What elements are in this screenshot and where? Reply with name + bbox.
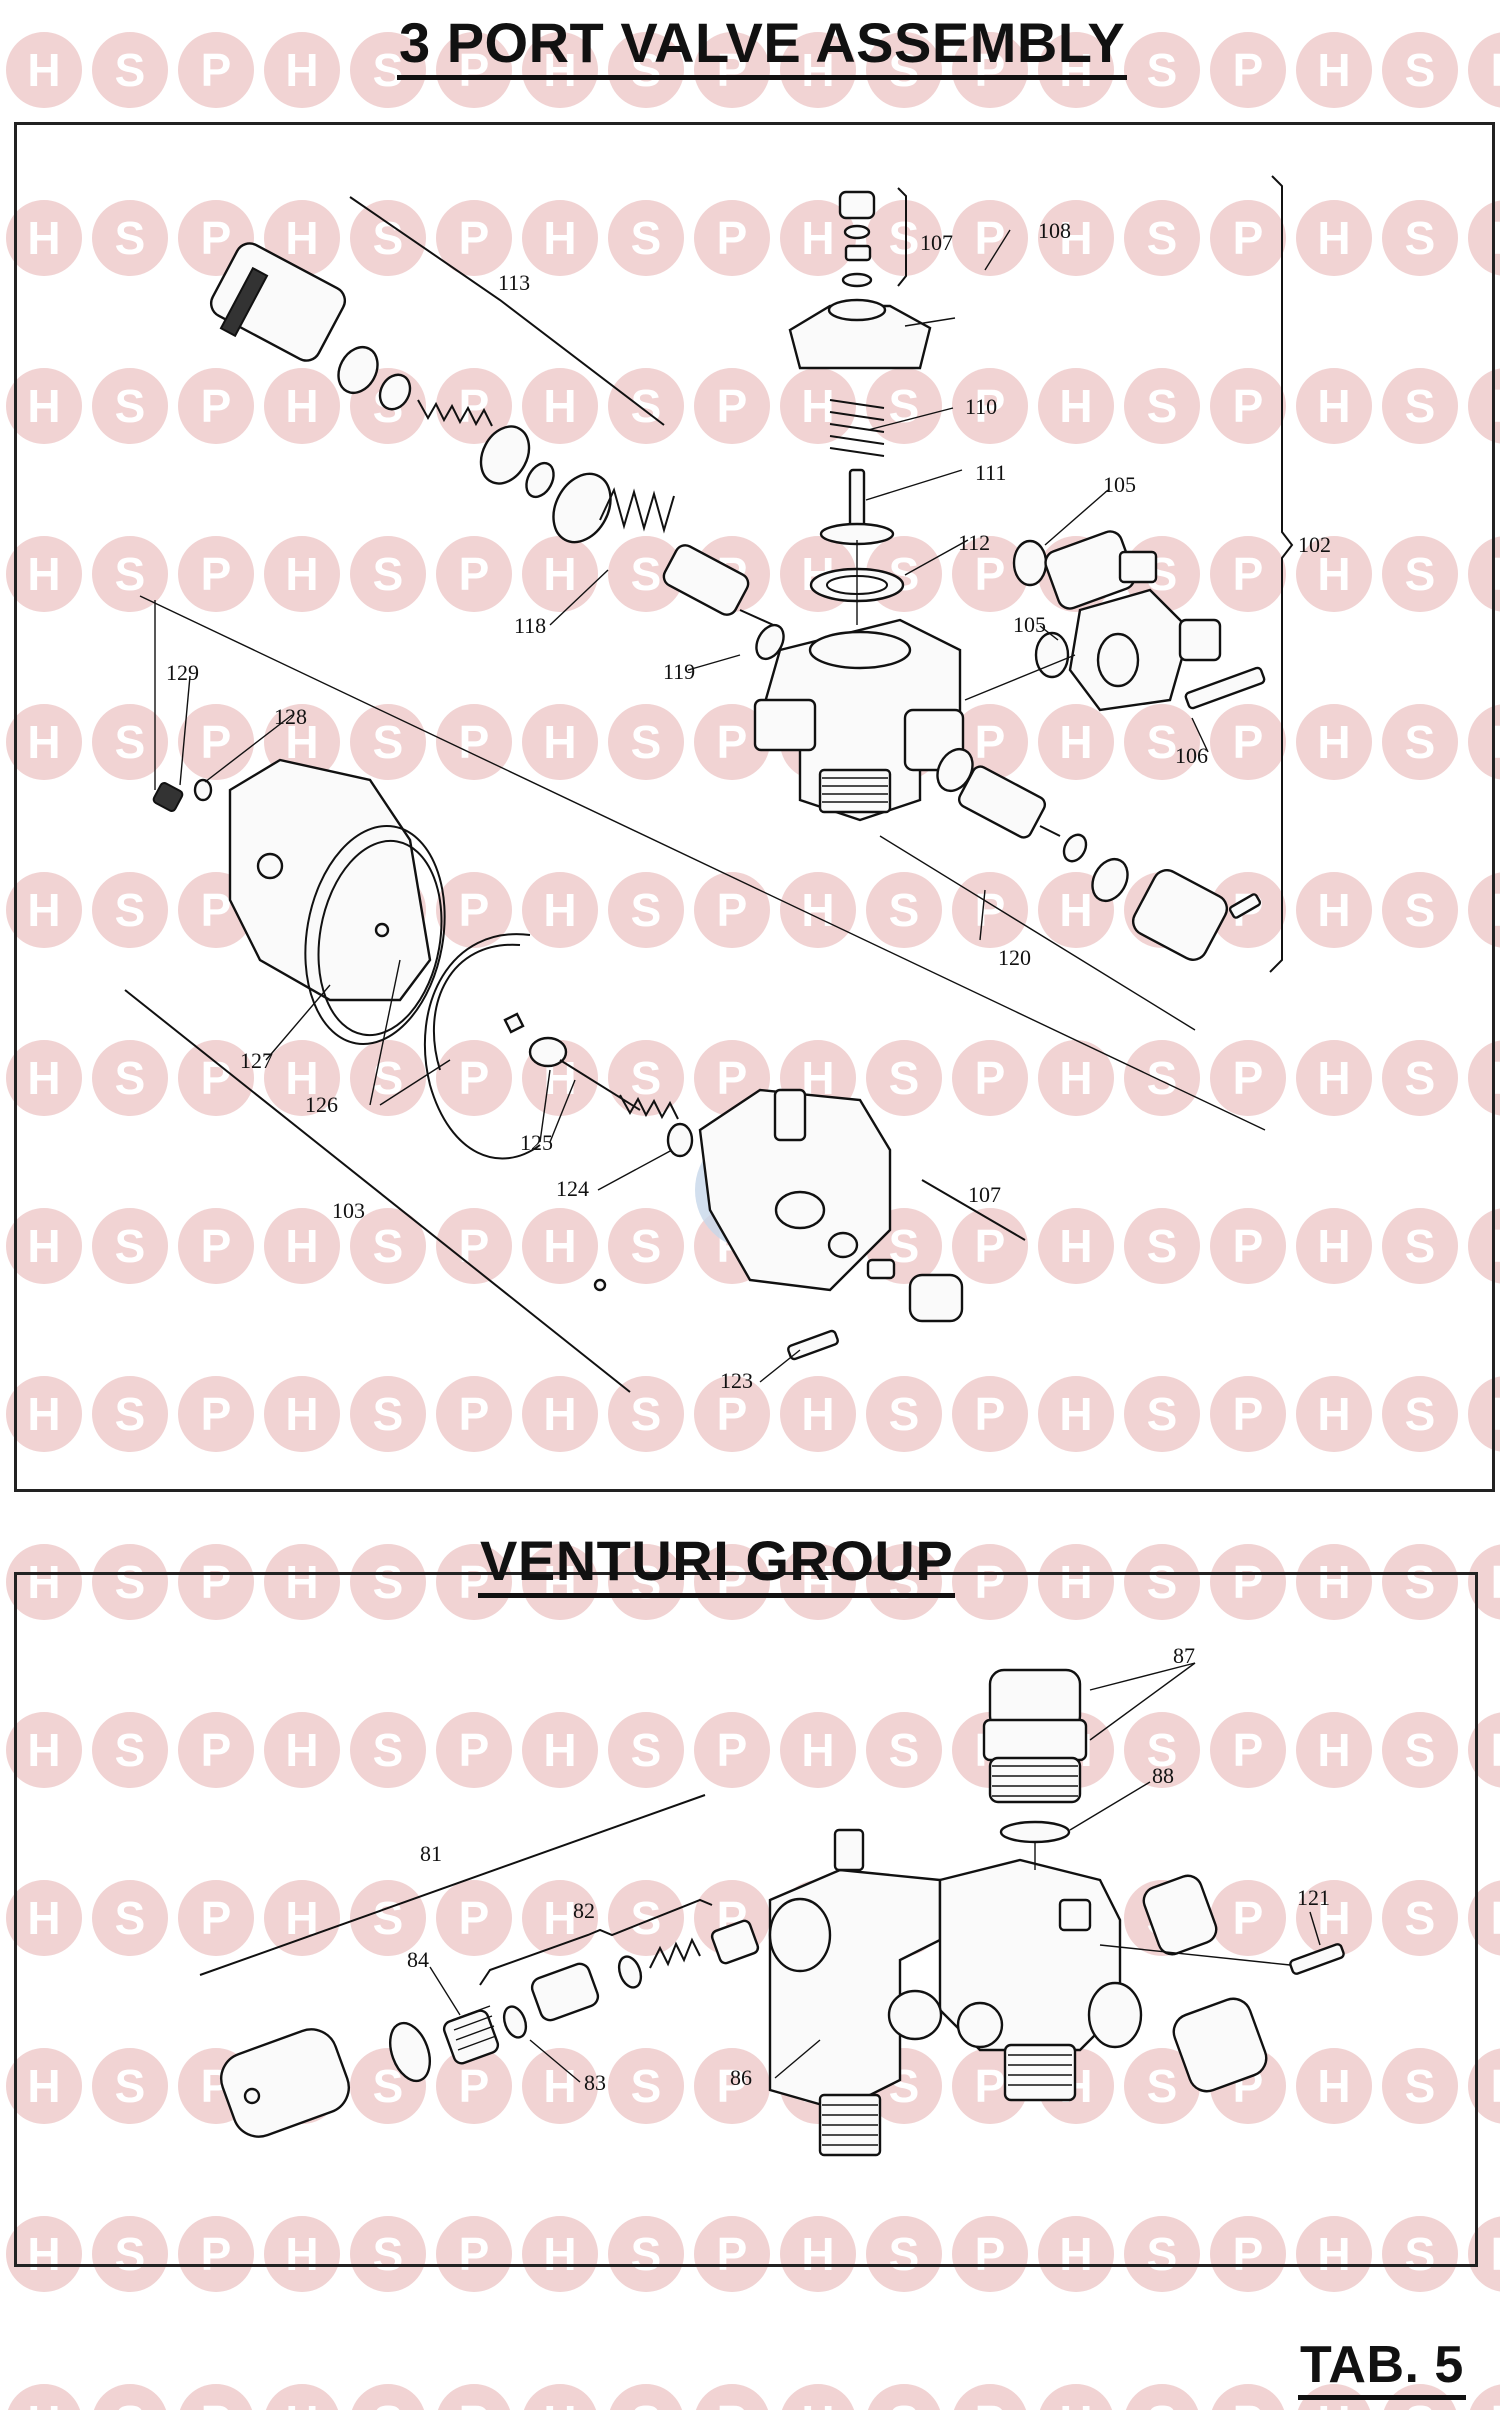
valve-body [753,618,965,822]
svg-text:86: 86 [730,2065,752,2090]
svg-text:127: 127 [240,1048,273,1073]
venturi-top-nut [982,1668,1088,1870]
svg-text:125: 125 [520,1130,553,1155]
assembly-title: 3 PORT VALVE ASSEMBLY [397,13,1128,80]
svg-text:108: 108 [1038,218,1071,243]
venturi-group-drawing: 87 88 81 82 121 84 83 86 [199,1643,1345,2157]
svg-text:107: 107 [968,1182,1001,1207]
svg-text:87: 87 [1173,1643,1195,1668]
svg-text:82: 82 [573,1898,595,1923]
top-stack [788,190,932,625]
svg-text:126: 126 [305,1092,338,1117]
three-port-valve-drawing: 113 107 108 110 111 112 105 102 118 119 … [124,175,1331,1393]
svg-text:120: 120 [998,945,1031,970]
svg-text:124: 124 [556,1176,589,1201]
assembly-diagram-frame [14,122,1495,1492]
svg-text:107: 107 [920,230,953,255]
svg-text:103: 103 [332,1198,365,1223]
venturi-body [768,1828,1122,2157]
svg-text:113: 113 [498,270,530,295]
svg-text:118: 118 [514,613,546,638]
svg-text:121: 121 [1297,1885,1330,1910]
svg-text:110: 110 [965,394,997,419]
svg-text:111: 111 [975,460,1006,485]
tab-label: TAB. 5 [1298,2338,1466,2400]
svg-text:129: 129 [166,660,199,685]
svg-text:105: 105 [1103,472,1136,497]
svg-text:105: 105 [1013,612,1046,637]
right-outlet [964,530,1266,712]
svg-text:102: 102 [1298,532,1331,557]
svg-text:83: 83 [584,2070,606,2095]
svg-text:112: 112 [958,530,990,555]
svg-text:81: 81 [420,1841,442,1866]
cartridge-113 [209,242,785,661]
svg-text:119: 119 [663,659,695,684]
svg-text:88: 88 [1152,1763,1174,1788]
svg-text:123: 123 [720,1368,753,1393]
venturi-cartridge [220,1919,760,2138]
svg-text:84: 84 [407,1947,429,1972]
svg-text:106: 106 [1175,743,1208,768]
venturi-title: VENTURI GROUP [478,1531,956,1598]
cartridge-120 [936,747,1262,961]
front-housing [593,1088,964,1361]
svg-text:128: 128 [274,704,307,729]
